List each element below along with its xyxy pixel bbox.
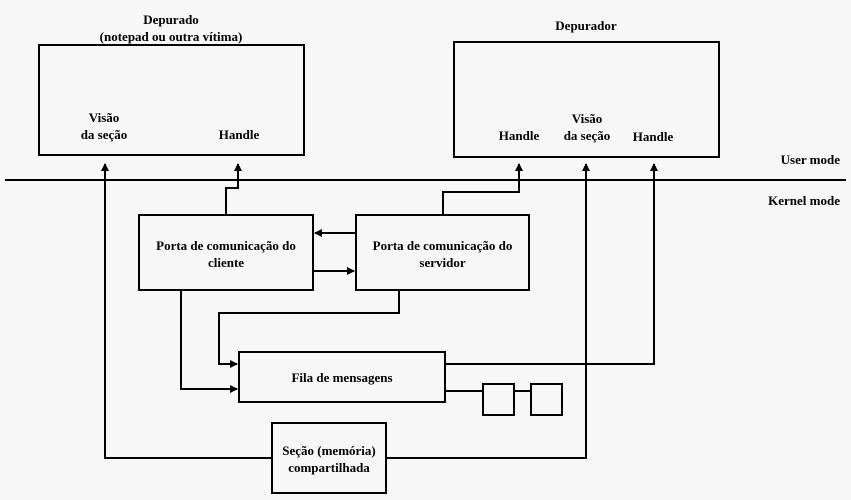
debugger-title: Depurador — [555, 18, 617, 33]
shared-section-line1: Seção (memória) — [282, 443, 376, 458]
debuggee-box — [38, 44, 305, 156]
message-queue-label: Fila de mensagens — [291, 370, 393, 385]
debugger-section-view-line1: Visão — [571, 111, 603, 126]
debuggee-section-view-line2: da seção — [80, 127, 128, 142]
debugger-section-view-line2: da seção — [563, 128, 611, 143]
debuggee-title: Depurado — [143, 12, 199, 27]
user-mode-label: User mode — [780, 152, 840, 167]
debuggee-section-view-line1: Visão — [88, 110, 120, 125]
server-port-line1: Porta de comunicação do — [372, 238, 513, 253]
arrow-server-port-to-handle — [442, 163, 523, 215]
client-port-line2: cliente — [207, 255, 245, 270]
arrow-client-to-queue — [180, 290, 238, 393]
queue-item-1 — [482, 383, 515, 416]
arrow-client-port-to-handle — [225, 163, 242, 215]
arrow-section-to-debugger-view — [386, 163, 590, 459]
debugger-handle-left-label: Handle — [498, 128, 540, 143]
arrow-server-to-queue — [218, 290, 400, 368]
queue-item-2 — [530, 383, 563, 416]
arrow-section-to-debuggee-view — [101, 163, 272, 459]
debugger-handle-right-label: Handle — [632, 129, 674, 144]
server-port-line2: servidor — [419, 255, 466, 270]
client-port-line1: Porta de comunicação do — [156, 238, 296, 253]
debuggee-handle-label: Handle — [218, 127, 260, 142]
debuggee-subtitle: (notepad ou outra vítima) — [99, 29, 243, 44]
message-queue-box — [238, 351, 446, 403]
debugger-box — [453, 41, 720, 158]
kernel-mode-label: Kernel mode — [768, 193, 840, 208]
shared-section-line2: compartilhada — [288, 460, 370, 475]
arrow-queue-to-handle — [445, 163, 658, 365]
